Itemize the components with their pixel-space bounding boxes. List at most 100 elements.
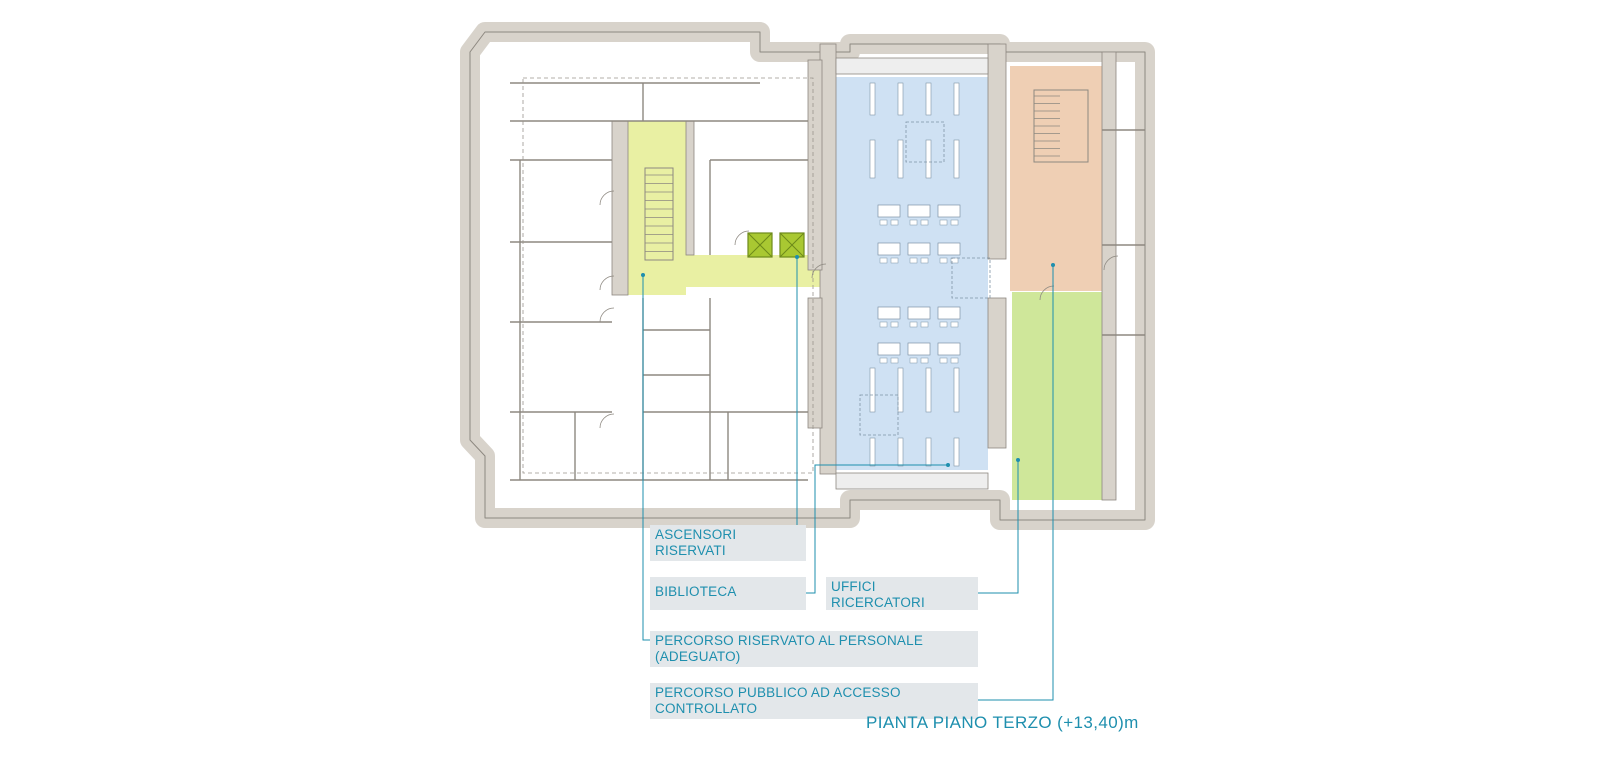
leader-offices bbox=[978, 460, 1019, 594]
structural-wall-0 bbox=[819, 43, 837, 475]
shelf-lower-0 bbox=[869, 367, 876, 413]
shelf-lower-2 bbox=[925, 367, 932, 413]
dashed-perimeter bbox=[522, 77, 814, 474]
reading-table-3-1 bbox=[907, 342, 931, 356]
legend-elevators: ASCENSORI RISERVATI bbox=[650, 525, 806, 561]
zone-researcher-offices bbox=[1012, 292, 1116, 500]
door-arc-2 bbox=[599, 307, 615, 323]
elevator-cross-b-0 bbox=[747, 232, 773, 258]
reading-table-3-0 bbox=[877, 342, 901, 356]
chair-b-0-0 bbox=[890, 219, 899, 226]
shelf-bottom-2 bbox=[925, 437, 932, 467]
zone-staff-stair bbox=[628, 121, 686, 295]
plan-caption: PIANTA PIANO TERZO (+13,40)m bbox=[866, 713, 1139, 732]
shelf-top-2 bbox=[925, 82, 932, 116]
chair-a-3-1 bbox=[909, 357, 918, 364]
leader-elevators bbox=[796, 257, 806, 536]
shelf-top-1 bbox=[897, 82, 904, 116]
legend-public-route-line2: CONTROLLATO bbox=[655, 701, 758, 716]
legend-public-route: PERCORSO PUBBLICO AD ACCESSO CONTROLLATO bbox=[650, 683, 978, 719]
leader-offices-dot bbox=[1016, 458, 1020, 462]
skylight-2 bbox=[859, 394, 899, 436]
structural-wall-2 bbox=[987, 297, 1007, 449]
structural-wall-5 bbox=[685, 120, 695, 256]
shelf-lower-1 bbox=[897, 367, 904, 413]
elevator-cab-1 bbox=[779, 232, 805, 258]
skylight-1 bbox=[951, 257, 991, 299]
reading-table-1-2 bbox=[937, 242, 961, 256]
legend-offices: UFFICI RICERCATORI bbox=[826, 577, 978, 610]
legend-public-route-line1: PERCORSO PUBBLICO AD ACCESSO bbox=[655, 685, 901, 700]
leader-public-route-dot bbox=[1051, 263, 1055, 267]
chair-a-3-2 bbox=[939, 357, 948, 364]
chair-a-2-1 bbox=[909, 321, 918, 328]
shelf-bottom-0 bbox=[869, 437, 876, 467]
shelf-upper-0 bbox=[869, 139, 876, 179]
door-arc-1 bbox=[599, 275, 615, 291]
reading-table-1-0 bbox=[877, 242, 901, 256]
shelf-lower-3 bbox=[953, 367, 960, 413]
chair-b-1-0 bbox=[890, 257, 899, 264]
shelf-bottom-3 bbox=[953, 437, 960, 467]
shelf-top-0 bbox=[869, 82, 876, 116]
chair-a-1-2 bbox=[939, 257, 948, 264]
chair-a-0-1 bbox=[909, 219, 918, 226]
leader-elevators-dot bbox=[795, 255, 799, 259]
chair-b-2-0 bbox=[890, 321, 899, 328]
chair-a-3-0 bbox=[879, 357, 888, 364]
interior-partitions bbox=[510, 43, 1145, 501]
chair-a-1-0 bbox=[879, 257, 888, 264]
legend-staff-route: PERCORSO RISERVATO AL PERSONALE (ADEGUAT… bbox=[650, 631, 978, 667]
chair-b-0-1 bbox=[920, 219, 929, 226]
legend-offices-line2: RICERCATORI bbox=[831, 595, 925, 610]
structural-wall-3 bbox=[1101, 51, 1117, 501]
reading-table-3-2 bbox=[937, 342, 961, 356]
legend-library-line1: BIBLIOTECA bbox=[655, 584, 737, 599]
reading-table-2-1 bbox=[907, 306, 931, 320]
door-arc-3 bbox=[599, 413, 615, 429]
shelf-upper-2 bbox=[925, 139, 932, 179]
door-arc-4 bbox=[734, 230, 750, 246]
shelf-top-3 bbox=[953, 82, 960, 116]
structural-wall-6 bbox=[807, 59, 823, 271]
chair-b-3-2 bbox=[950, 357, 959, 364]
chair-b-1-1 bbox=[920, 257, 929, 264]
reading-table-1-1 bbox=[907, 242, 931, 256]
legend-elevators-line1: ASCENSORI bbox=[655, 527, 737, 542]
chair-b-3-1 bbox=[920, 357, 929, 364]
structural-wall-1 bbox=[987, 43, 1007, 260]
reading-table-0-2 bbox=[937, 204, 961, 218]
reading-table-0-1 bbox=[907, 204, 931, 218]
chair-a-2-0 bbox=[879, 321, 888, 328]
legend-offices-line1: UFFICI bbox=[831, 579, 876, 594]
shelf-upper-3 bbox=[953, 139, 960, 179]
chair-b-0-2 bbox=[950, 219, 959, 226]
structural-wall-7 bbox=[807, 297, 823, 429]
leader-staff-route bbox=[642, 275, 650, 641]
shelf-bottom-1 bbox=[897, 437, 904, 467]
chair-b-2-2 bbox=[950, 321, 959, 328]
door-arc-5 bbox=[811, 263, 827, 279]
door-arc-7 bbox=[1039, 285, 1055, 301]
leader-public-route bbox=[978, 265, 1054, 701]
chair-a-1-1 bbox=[909, 257, 918, 264]
chair-b-3-0 bbox=[890, 357, 899, 364]
zone-fills bbox=[628, 66, 1116, 500]
legend-staff-route-line1: PERCORSO RISERVATO AL PERSONALE bbox=[655, 633, 924, 648]
elevator-cab-0 bbox=[747, 232, 773, 258]
structural-wall-4 bbox=[611, 120, 629, 296]
chair-a-0-2 bbox=[939, 219, 948, 226]
door-arc-6 bbox=[1103, 255, 1119, 271]
leader-staff-route-dot bbox=[641, 273, 645, 277]
reading-table-0-0 bbox=[877, 204, 901, 218]
leader-library bbox=[806, 464, 948, 594]
zone-reading-room bbox=[836, 77, 988, 470]
legend-elevators-line2: RISERVATI bbox=[655, 543, 726, 558]
legend-library: BIBLIOTECA bbox=[650, 577, 806, 610]
staff-stair-outline bbox=[644, 167, 674, 261]
library-window-top bbox=[835, 57, 989, 75]
reading-table-2-2 bbox=[937, 306, 961, 320]
chair-b-2-1 bbox=[920, 321, 929, 328]
shelf-upper-1 bbox=[897, 139, 904, 179]
